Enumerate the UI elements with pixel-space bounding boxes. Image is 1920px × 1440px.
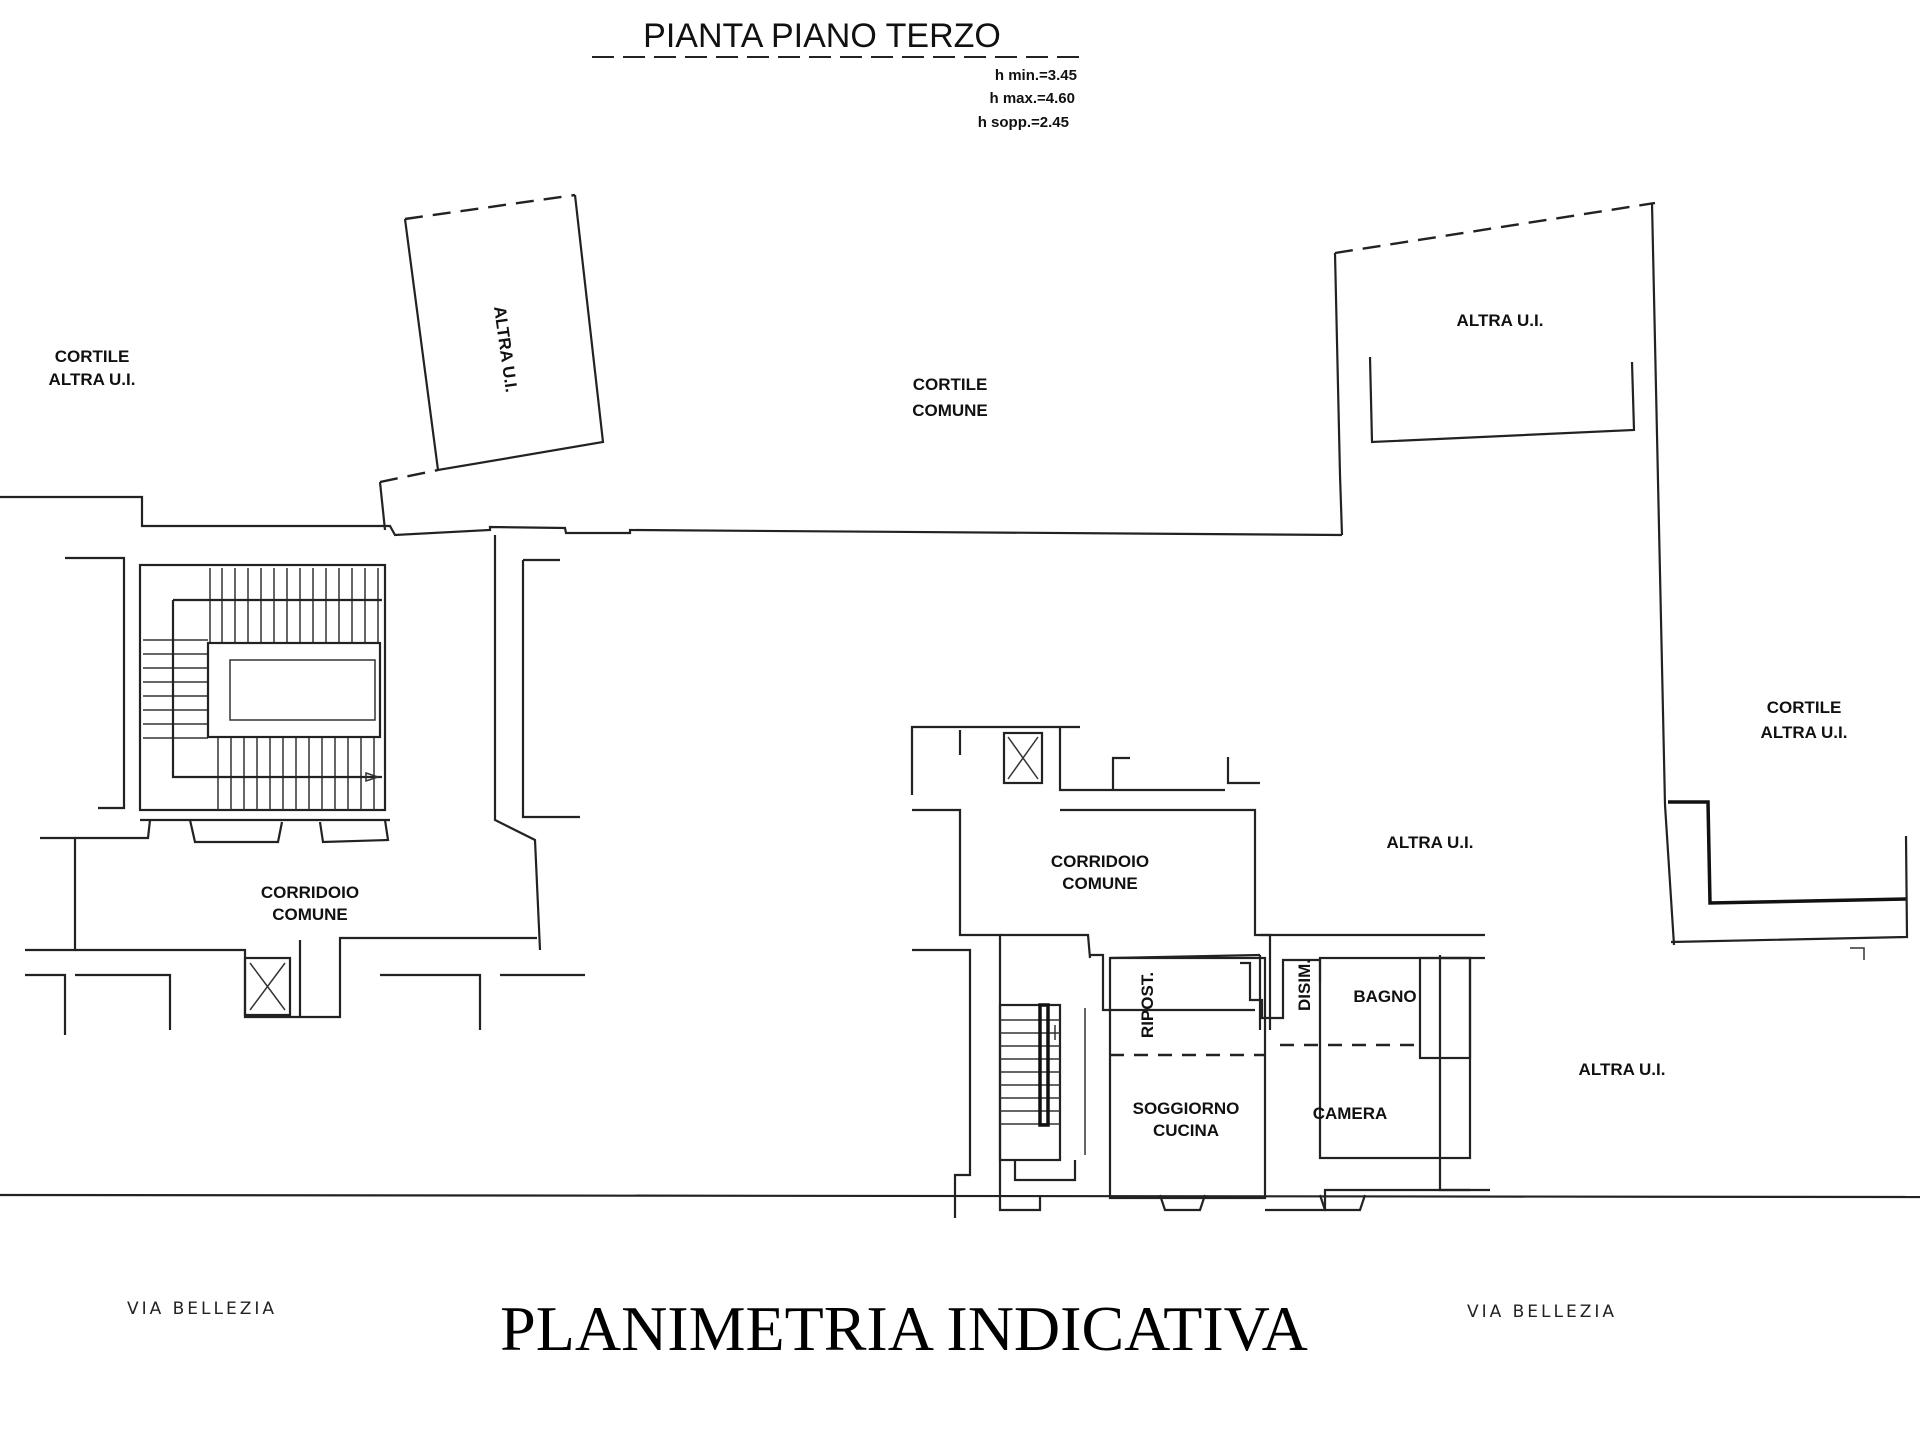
- area-labels: CORTILE ALTRA U.I. CORTILE COMUNE ALTRA …: [49, 311, 1848, 1079]
- label-cortile-left-1: CORTILE: [55, 347, 130, 366]
- header: PIANTA PIANO TERZO h min.=3.45 h max.=4.…: [592, 17, 1085, 131]
- center-apartment-block: CORRIDOIO COMUNE RIPOST. DISIM. BAGNO SO…: [0, 725, 1920, 1218]
- label-cortile-right-1: CORTILE: [1767, 698, 1842, 717]
- street-label-left: VIA BELLEZIA: [127, 1299, 277, 1319]
- label-corridoio-left-2: COMUNE: [272, 905, 348, 924]
- plan-title: PIANTA PIANO TERZO: [643, 17, 1001, 55]
- left-corridor-block: CORRIDOIO COMUNE: [25, 535, 585, 1035]
- height-max: h max.=4.60: [990, 90, 1075, 107]
- label-corridoio-left-1: CORRIDOIO: [261, 883, 359, 902]
- room-cucina: CUCINA: [1153, 1121, 1219, 1140]
- footer: VIA BELLEZIA VIA BELLEZIA PLANIMETRIA IN…: [127, 1293, 1617, 1364]
- label-altra-ui-bottom-right: ALTRA U.I.: [1579, 1060, 1666, 1079]
- room-bagno: BAGNO: [1353, 987, 1416, 1006]
- label-altra-ui-rotated: ALTRA U.I.: [490, 305, 521, 394]
- label-corridoio-center-2: COMUNE: [1062, 874, 1138, 893]
- street-label-right: VIA BELLEZIA: [1467, 1302, 1617, 1322]
- height-sopp: h sopp.=2.45: [978, 114, 1069, 131]
- label-altra-ui-top-right: ALTRA U.I.: [1457, 311, 1544, 330]
- left-stairwell-block: [138, 563, 387, 812]
- label-cortile-left-2: ALTRA U.I.: [49, 370, 136, 389]
- height-min: h min.=3.45: [995, 67, 1077, 84]
- label-altra-ui-mid-right: ALTRA U.I.: [1387, 833, 1474, 852]
- room-soggiorno: SOGGIORNO: [1133, 1099, 1240, 1118]
- room-ripost: RIPOST.: [1138, 972, 1157, 1038]
- label-corridoio-center-1: CORRIDOIO: [1051, 852, 1149, 871]
- label-cortile-right-2: ALTRA U.I.: [1761, 723, 1848, 742]
- cortile-right-boundary: [1668, 800, 1909, 960]
- label-cortile-comune-1: CORTILE: [913, 375, 988, 394]
- altra-ui-rotated-block: ALTRA U.I.: [378, 193, 605, 531]
- plan-caption: PLANIMETRIA INDICATIVA: [500, 1293, 1308, 1364]
- room-disim: DISIM.: [1295, 959, 1314, 1011]
- room-camera: CAMERA: [1313, 1104, 1388, 1123]
- courtyard-boundary: [0, 495, 1343, 537]
- label-cortile-comune-2: COMUNE: [912, 401, 988, 420]
- altra-ui-top-right-block: [1333, 201, 1676, 946]
